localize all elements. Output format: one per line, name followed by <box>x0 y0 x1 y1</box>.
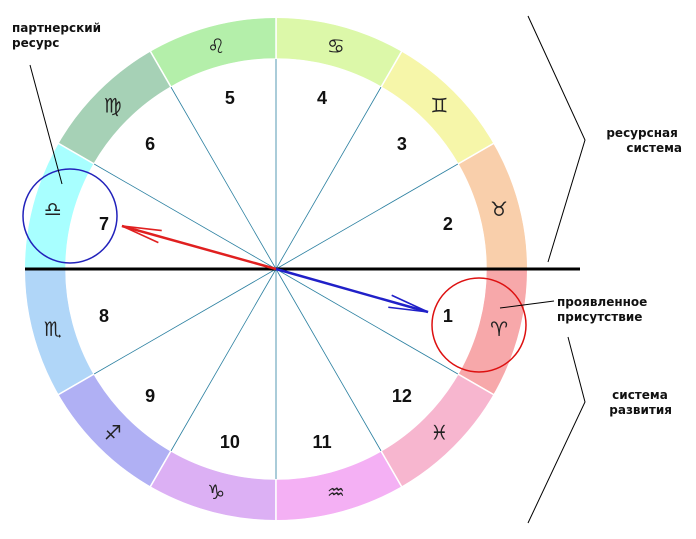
house-cusp <box>93 163 277 270</box>
house-cusp <box>275 268 459 375</box>
house-number: 2 <box>443 214 453 234</box>
gemini-icon: ♊ <box>430 94 448 118</box>
scorpio-icon: ♏ <box>44 317 62 341</box>
house-number: 12 <box>392 386 412 406</box>
house-number: 11 <box>313 432 332 452</box>
house-number: 3 <box>397 134 407 154</box>
pisces-icon: ♓ <box>430 420 448 444</box>
resource-system-line1: ресурсная <box>606 126 677 140</box>
house-number: 7 <box>99 214 109 234</box>
aries-icon: ♈ <box>490 317 508 341</box>
sagittarius-icon: ♐ <box>104 420 122 444</box>
resource-system-line2: система <box>626 141 682 155</box>
partner-resource-label: партнерский ресурс <box>12 21 105 50</box>
blue-arrow <box>275 267 429 314</box>
libra-highlight-circle <box>22 168 118 264</box>
house-number: 1 <box>443 306 453 326</box>
house-number: 6 <box>145 134 155 154</box>
arrows <box>121 224 429 314</box>
partner-resource-line1: партнерский <box>12 21 101 35</box>
manifest-presence-leader <box>499 300 555 309</box>
taurus-icon: ♉ <box>490 197 508 221</box>
red-arrow <box>121 224 277 271</box>
house-number: 8 <box>99 306 109 326</box>
aquarius-icon: ♒ <box>327 480 345 504</box>
resource-system-bracket <box>527 15 586 263</box>
house-number: 5 <box>225 88 235 108</box>
house-cusp <box>275 163 459 270</box>
manifest-presence-line2: присутствие <box>557 310 642 324</box>
leo-icon: ♌ <box>207 34 225 58</box>
capricorn-icon: ♑ <box>207 480 225 504</box>
partner-resource-leader <box>29 64 63 185</box>
libra-icon: ♎ <box>44 197 62 221</box>
development-system-line1: система <box>612 388 668 402</box>
virgo-icon: ♍ <box>104 94 122 118</box>
partner-resource-line2: ресурс <box>12 36 59 50</box>
house-number: 10 <box>220 432 240 452</box>
development-system-line2: развития <box>609 403 672 417</box>
house-number: 4 <box>317 88 327 108</box>
house-cusp <box>170 86 277 270</box>
zodiac-glyphs: ♈ ♉ ♊ ♋ ♌ ♍ ♎ ♏ ♐ ♑ ♒ ♓ <box>44 34 508 504</box>
house-number: 9 <box>145 386 155 406</box>
aries-highlight-circle <box>431 277 527 373</box>
manifest-presence-label: проявленное присутствие <box>557 295 652 324</box>
cancer-icon: ♋ <box>327 34 345 58</box>
house-cusp <box>275 86 382 270</box>
resource-system-label: ресурсная система <box>606 126 682 155</box>
house-cusp <box>93 268 277 375</box>
manifest-presence-line1: проявленное <box>557 295 647 309</box>
development-system-bracket <box>527 336 586 524</box>
development-system-label: система развития <box>609 388 672 417</box>
house-cusp <box>170 268 277 452</box>
house-cusp <box>275 268 382 452</box>
